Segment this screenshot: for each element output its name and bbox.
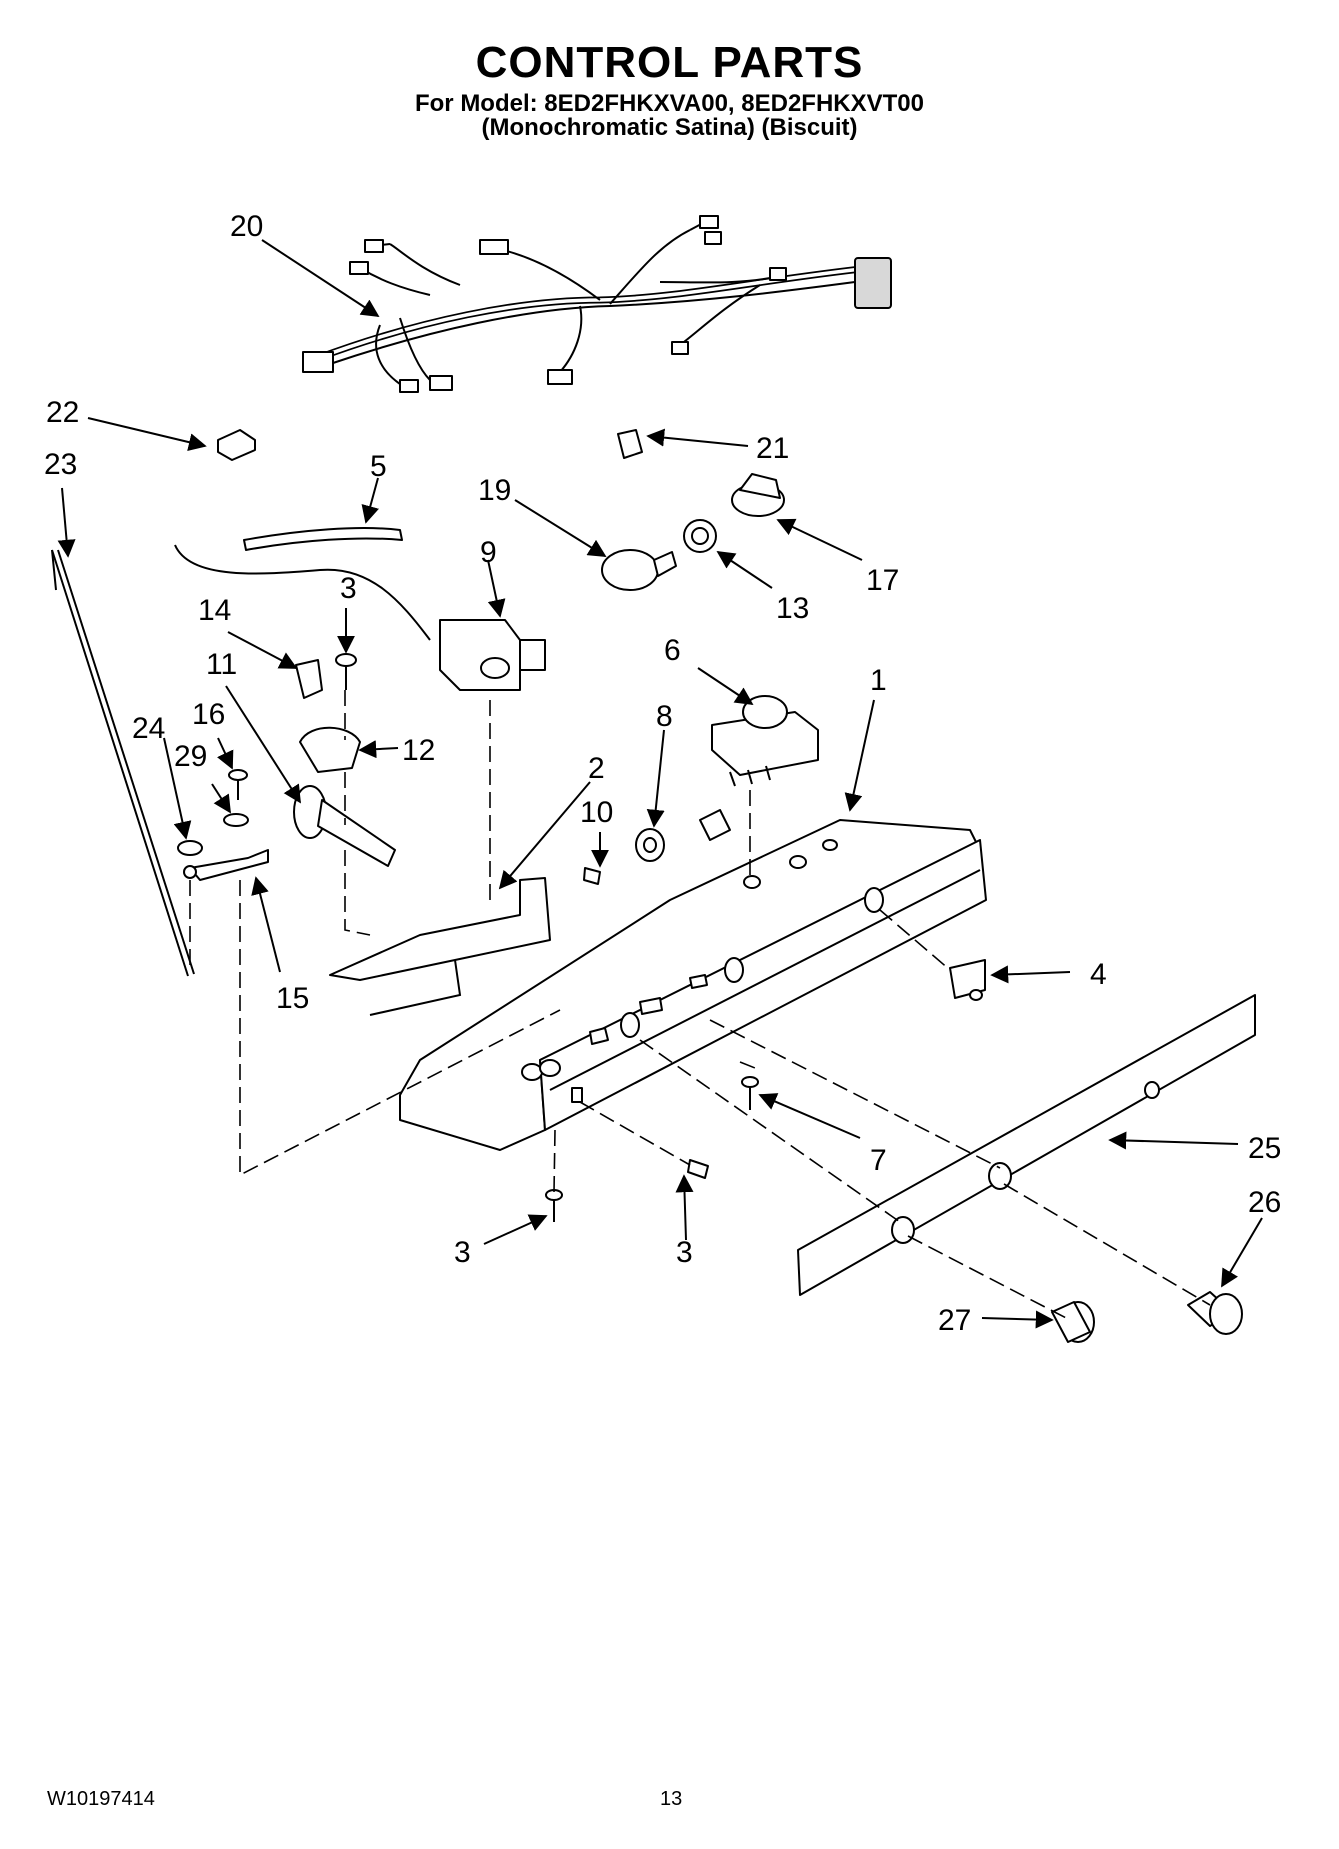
callout-5: 5 bbox=[370, 450, 387, 483]
callout-8: 8 bbox=[656, 700, 673, 733]
callout-19: 19 bbox=[478, 474, 511, 507]
callout-11: 11 bbox=[206, 648, 237, 681]
bracket-part bbox=[299, 726, 361, 773]
callout-26: 26 bbox=[1248, 1186, 1281, 1219]
wiring-harness-part bbox=[302, 215, 892, 393]
callout-3-lower-left: 3 bbox=[454, 1236, 471, 1269]
lamp-socket-part bbox=[731, 473, 785, 517]
leader-arrows bbox=[57, 239, 1263, 1329]
callout-3-upper: 3 bbox=[340, 572, 357, 605]
callout-labels: 20 22 21 23 5 19 17 13 9 3 14 11 6 1 12 … bbox=[44, 210, 1281, 1337]
screw-part-10 bbox=[583, 867, 601, 885]
screw-part-upper bbox=[335, 653, 357, 690]
control-knob-part-27 bbox=[1051, 1301, 1095, 1343]
callout-29: 29 bbox=[174, 740, 207, 773]
callout-21: 21 bbox=[756, 432, 789, 465]
callout-20: 20 bbox=[230, 210, 263, 243]
callout-14: 14 bbox=[198, 594, 231, 627]
screw-part-lower-left bbox=[545, 1189, 563, 1222]
page-number: 13 bbox=[660, 1788, 683, 1810]
grommet-part bbox=[635, 828, 665, 862]
screw-part-16 bbox=[228, 769, 248, 800]
washer-part-29 bbox=[223, 813, 249, 827]
control-rod-part bbox=[51, 549, 195, 977]
callout-16: 16 bbox=[192, 698, 225, 731]
callout-27: 27 bbox=[938, 1304, 971, 1337]
callout-22: 22 bbox=[46, 396, 79, 429]
screw-part-lower-right bbox=[687, 1159, 709, 1179]
assembly-lines bbox=[189, 690, 1211, 1321]
retainer-clip-part bbox=[295, 659, 323, 699]
clip-part bbox=[217, 429, 256, 461]
callout-4: 4 bbox=[1090, 958, 1107, 991]
callout-7: 7 bbox=[870, 1144, 887, 1177]
callout-15: 15 bbox=[276, 982, 309, 1015]
switch-part bbox=[949, 959, 986, 1001]
tube-part bbox=[174, 527, 431, 641]
callout-13: 13 bbox=[776, 592, 809, 625]
model-line: For Model: 8ED2FHKXVA00, 8ED2FHKXVT00 bbox=[414, 90, 924, 117]
control-housing-part bbox=[399, 809, 987, 1151]
callout-12: 12 bbox=[402, 734, 435, 767]
callout-1: 1 bbox=[870, 664, 887, 697]
callout-17: 17 bbox=[866, 564, 899, 597]
callout-3-lower-right: 3 bbox=[676, 1236, 693, 1269]
variant-line: (Monochromatic Satina) (Biscuit) bbox=[481, 114, 858, 141]
control-knob-part-26 bbox=[1187, 1291, 1243, 1335]
washer-part-24 bbox=[177, 840, 203, 856]
socket-ring-part bbox=[683, 519, 717, 553]
screw-part-7 bbox=[741, 1076, 759, 1110]
page-title: CONTROL PARTS bbox=[475, 38, 864, 87]
light-bulb-part bbox=[601, 549, 677, 591]
control-panel-part bbox=[797, 994, 1256, 1296]
callout-23: 23 bbox=[44, 448, 77, 481]
callout-9: 9 bbox=[480, 536, 497, 569]
thermostat-part bbox=[439, 619, 546, 691]
mounting-bracket-part bbox=[329, 877, 551, 1016]
actuator-lever-part bbox=[183, 849, 269, 881]
callout-24: 24 bbox=[132, 712, 165, 745]
callout-10: 10 bbox=[580, 796, 613, 829]
callout-2: 2 bbox=[588, 752, 605, 785]
defrost-timer-part bbox=[711, 695, 819, 787]
document-number: W10197414 bbox=[47, 1788, 155, 1810]
lamp-bracket-part bbox=[617, 429, 643, 459]
control-shaft-part bbox=[293, 785, 396, 867]
callout-25: 25 bbox=[1248, 1132, 1281, 1165]
callout-6: 6 bbox=[664, 634, 681, 667]
